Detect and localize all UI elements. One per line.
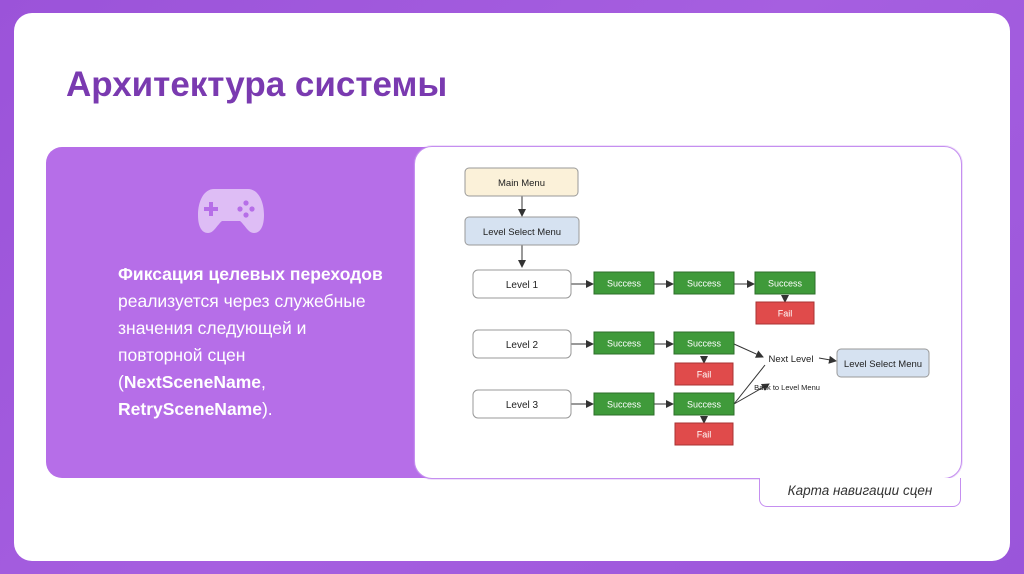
- svg-text:Fail: Fail: [697, 430, 712, 440]
- node-fail: Fail: [755, 301, 815, 325]
- diagram-edges: [518, 195, 837, 424]
- svg-text:Level 1: Level 1: [506, 280, 539, 291]
- node-fail: Fail: [674, 422, 734, 446]
- svg-text:Fail: Fail: [697, 370, 712, 380]
- svg-text:Success: Success: [687, 339, 722, 349]
- svg-text:Main Menu: Main Menu: [498, 178, 545, 189]
- svg-text:Level Select Menu: Level Select Menu: [483, 227, 561, 238]
- scene-navigation-diagram: Main Menu Level Select Menu Level 1 Leve…: [464, 167, 930, 446]
- diagram-caption: Карта навигации сцен: [787, 483, 933, 498]
- node-level-select-menu-target: Level Select Menu: [836, 348, 930, 378]
- svg-text:Success: Success: [607, 279, 642, 289]
- node-success: Success: [673, 392, 735, 416]
- gamepad-icon: [198, 189, 264, 233]
- svg-text:Success: Success: [607, 400, 642, 410]
- svg-text:Success: Success: [607, 339, 642, 349]
- node-success: Success: [593, 271, 655, 295]
- node-level-1: Level 1: [472, 269, 572, 299]
- svg-text:Level 3: Level 3: [506, 400, 539, 411]
- node-success: Success: [673, 331, 735, 355]
- node-level-select-menu: Level Select Menu: [464, 216, 580, 246]
- desc-bold-3: RetrySceneName: [118, 399, 262, 419]
- svg-text:Success: Success: [687, 400, 722, 410]
- caption-box: Карта навигации сцен: [759, 478, 961, 507]
- node-level-3: Level 3: [472, 389, 572, 419]
- desc-bold-2: NextSceneName: [123, 372, 261, 392]
- slide: Архитектура системы Фиксация целевых пер…: [14, 13, 1010, 561]
- svg-text:Level 2: Level 2: [506, 340, 539, 351]
- node-success: Success: [754, 271, 816, 295]
- svg-text:Fail: Fail: [778, 309, 793, 319]
- node-fail: Fail: [674, 362, 734, 386]
- label-next-level: Next Level: [769, 354, 814, 365]
- node-main-menu: Main Menu: [464, 167, 579, 197]
- svg-text:Success: Success: [687, 279, 722, 289]
- desc-text-1: реализуется через служебные значения сле…: [118, 291, 366, 392]
- desc-text-3: ).: [261, 399, 273, 419]
- label-back-to-level-menu: Back to Level Menu: [754, 383, 820, 392]
- node-success: Success: [593, 331, 655, 355]
- desc-text-2: ,: [260, 372, 266, 392]
- svg-text:Success: Success: [768, 279, 803, 289]
- node-success: Success: [673, 271, 735, 295]
- node-level-2: Level 2: [472, 329, 572, 359]
- diagram-card: Main Menu Level Select Menu Level 1 Leve…: [414, 146, 962, 479]
- description-text: Фиксация целевых переходов реализуется ч…: [118, 261, 388, 423]
- slide-title: Архитектура системы: [66, 65, 448, 104]
- svg-text:Level Select Menu: Level Select Menu: [844, 359, 922, 370]
- desc-bold-1: Фиксация целевых переходов: [118, 264, 383, 284]
- node-success: Success: [593, 392, 655, 416]
